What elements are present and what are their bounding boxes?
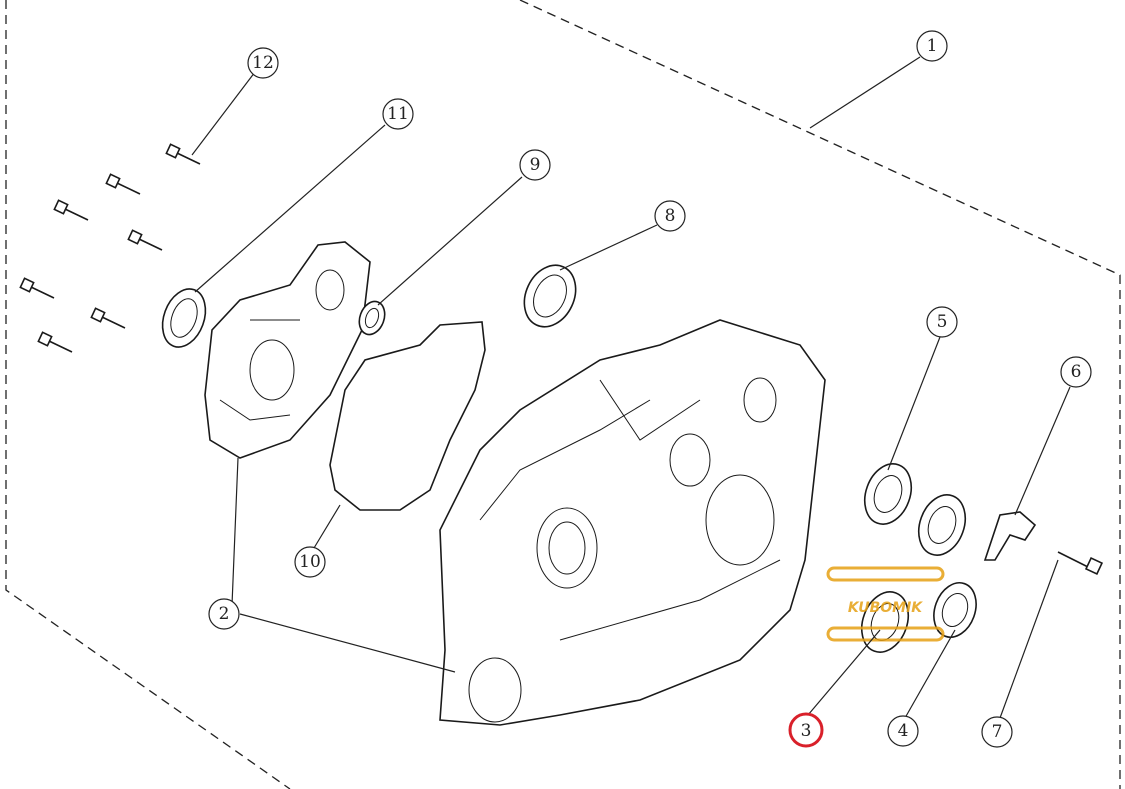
- callout-5: 5: [926, 306, 958, 338]
- bearing-3: [860, 591, 910, 653]
- callout-8: 8: [654, 200, 686, 232]
- callout-3: 3: [788, 712, 824, 748]
- bearing-5: [863, 463, 913, 525]
- svg-text:6: 6: [1071, 362, 1082, 382]
- callout-7: 7: [981, 716, 1013, 748]
- side-cover: [204, 241, 371, 459]
- bolt-7: [1057, 551, 1104, 576]
- retainer-plate: [983, 511, 1037, 561]
- svg-text:9: 9: [530, 155, 541, 175]
- bolt: [165, 143, 201, 165]
- callout-12: 12: [247, 47, 279, 79]
- callout-6: 6: [1060, 356, 1092, 388]
- bearing: [917, 494, 967, 556]
- gasket: [329, 321, 486, 511]
- svg-text:8: 8: [665, 206, 676, 226]
- svg-text:2: 2: [219, 604, 230, 624]
- svg-text:1: 1: [927, 36, 938, 56]
- svg-text:5: 5: [937, 312, 948, 332]
- callout-1: 1: [916, 30, 948, 62]
- oil-seal-8: [523, 264, 577, 328]
- bolt: [105, 173, 141, 195]
- svg-text:7: 7: [992, 722, 1003, 742]
- bolt: [19, 277, 55, 299]
- bolt: [37, 331, 73, 353]
- callout-11: 11: [382, 98, 414, 130]
- oil-seal-9: [358, 300, 386, 336]
- callout-10: 10: [294, 546, 326, 578]
- crankcase-half: [439, 319, 826, 726]
- leader-lines: [191, 56, 1071, 719]
- svg-text:11: 11: [387, 104, 409, 124]
- bolt-group: [19, 143, 201, 353]
- svg-text:3: 3: [801, 721, 812, 741]
- bearing-4: [933, 582, 977, 638]
- callout-9: 9: [519, 149, 551, 181]
- watermark-logo: KUBOMIK: [826, 566, 945, 642]
- bolt: [53, 199, 89, 221]
- bolt: [90, 307, 126, 329]
- bolt: [127, 229, 163, 251]
- callout-2: 2: [208, 598, 240, 630]
- svg-text:10: 10: [299, 552, 321, 572]
- svg-text:4: 4: [898, 721, 909, 741]
- callout-4: 4: [887, 715, 919, 747]
- watermark-text: KUBOMIK: [848, 600, 923, 616]
- svg-text:12: 12: [252, 53, 274, 73]
- assembly-boundary: [5, 0, 1121, 789]
- oil-seal-11: [161, 288, 207, 348]
